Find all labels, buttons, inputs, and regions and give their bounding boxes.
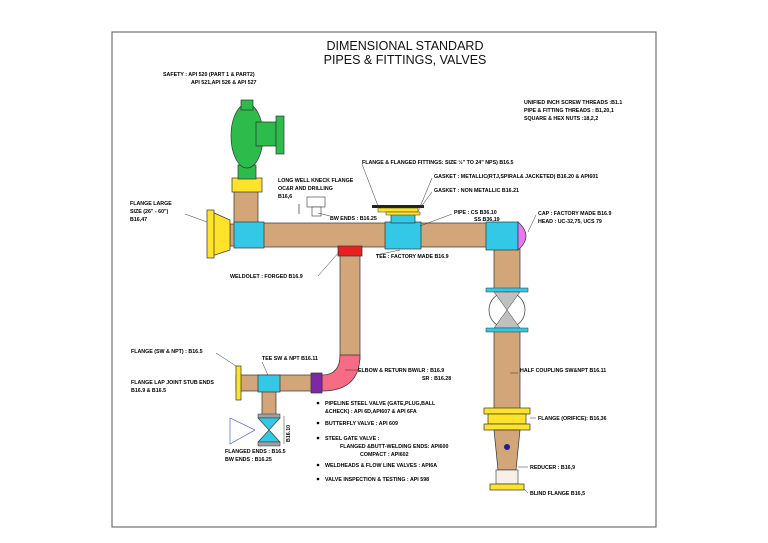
flange-sw-npt: [235, 365, 242, 401]
label-flange-sw-npt: FLANGE (SW & NPT) : B16.5: [131, 349, 203, 355]
orifice-flange-upper: [483, 407, 531, 415]
label-weldolet: WELDOLET : FORGED B16.9: [230, 274, 303, 280]
label-reducer: REDUCER : B16,9: [530, 465, 575, 471]
tee-lower: [257, 374, 281, 393]
lower-valve-upper: [257, 417, 281, 431]
label-flange-large-2: SIZE (26" - 60"): [130, 209, 169, 215]
bullet-dot-2: [316, 421, 320, 425]
title-line-1: DIMENSIONAL STANDARD: [327, 39, 484, 53]
title-line-2: PIPES & FITTINGS, VALVES: [324, 53, 487, 67]
bullet-4: WELDHEADS & FLOW LINE VALVES : API6A: [325, 463, 437, 469]
standard-nuts: SQUARE & HEX NUTS :18,2,2: [524, 116, 598, 122]
bullet-1: PIPELINE STEEL VALVE (GATE,PLUG,BALL: [325, 401, 436, 407]
lower-valve-top: [257, 413, 281, 419]
elbow-right: [485, 221, 519, 251]
label-bw-ends-top: BW ENDS : B16.25: [330, 216, 377, 222]
right-valve-bottom: [485, 327, 529, 333]
label-flange-lap-2: B16.9 & B16.5: [131, 388, 166, 394]
bullet-3-cont2: COMPACT : API602: [360, 452, 409, 458]
label-flange-large-1: FLANGE LARGE: [130, 201, 172, 207]
tee-center-neck: [390, 213, 416, 224]
label-bw-ends-bottom: BW ENDS : B16.25: [225, 457, 272, 463]
lower-valve-pointer: [229, 417, 256, 445]
lower-valve-lower: [257, 429, 281, 443]
bullet-2: BUTTERFLY VALVE : API 609: [325, 421, 398, 427]
weldolet-branch-pipe: [339, 254, 361, 361]
standard-screw-threads: UNIFIED INCH SCREW THREADS :B1.1: [524, 100, 622, 106]
label-half-coupling: HALF COUPLING SW&NPT B16.11: [520, 368, 606, 374]
label-cap-1: CAP : FACTORY MADE B16.9: [538, 211, 611, 217]
right-valve: [485, 287, 529, 333]
standard-pipe-threads: PIPE & FITTING THREADS : B1,20,1: [524, 108, 614, 114]
pump-riser-pipe: [233, 189, 259, 225]
cap: [517, 221, 527, 251]
reducer-marker: [504, 444, 510, 450]
blind-flange: [489, 483, 525, 491]
right-vertical-pipe-upper: [493, 247, 521, 291]
weld-neck-flange: [306, 196, 326, 208]
label-tee-factory: TEE : FACTORY MADE B16.9: [376, 254, 449, 260]
label-long-well-2: OC&R AND DRILLING: [278, 186, 333, 192]
label-cap-2: HEAD : UC-32,75, UCS 79: [538, 219, 602, 225]
reducer-joint: [310, 372, 323, 394]
label-b16-10: B16.10: [286, 425, 292, 442]
pump-flange-base: [231, 177, 263, 193]
label-flange-lap-1: FLANGE LAP JOINT STUB ENDS: [131, 380, 214, 386]
label-flange-fittings: FLANGE & FLANGED FITTINGS: SIZE ½" TO 24…: [362, 159, 514, 166]
right-valve-top: [485, 287, 529, 293]
pump-outlet-flange: [275, 115, 285, 155]
orifice-flange-body: [487, 413, 527, 425]
right-vertical-pipe-lower: [493, 329, 521, 411]
orifice-flange-lower: [483, 423, 531, 431]
label-elbow-2: SR : B16.28: [422, 376, 451, 382]
label-long-well-1: LONG WELL KNECK FLANGE: [278, 178, 354, 184]
label-long-well-3: B16,6: [278, 194, 292, 200]
right-valve-wedge-top: [493, 291, 521, 311]
label-elbow-1: ELBOW & RETURN BW/LR : B16.9: [358, 368, 444, 374]
reducer-outlet: [495, 469, 519, 485]
leader-lines: [184, 163, 537, 494]
main-pipe: [243, 222, 505, 248]
label-gasket-nonmetal: GASKET : NON METALLIC B16.21: [434, 188, 519, 194]
tee-drop-pipe: [261, 390, 277, 416]
flange-large-face: [206, 209, 215, 259]
lower-valve: [229, 413, 285, 447]
bullet-3: STEEL GATE VALVE :: [325, 436, 380, 442]
valve-bullet-list: PIPELINE STEEL VALVE (GATE,PLUG,BALL &CH…: [316, 401, 448, 483]
safety-pump: [230, 99, 285, 193]
gasket-top: [372, 205, 424, 208]
label-flanged-ends: FLANGED ENDS : B16.5: [225, 449, 286, 455]
bullet-dot-1: [316, 401, 320, 405]
pump-top: [240, 99, 254, 111]
bullet-3-cont: FLANGED &BUTT-WELDING ENDS: API600: [340, 444, 448, 450]
bullet-dot-3: [316, 436, 320, 440]
weldolet: [337, 245, 363, 257]
bullet-5: VALVE INSPECTION & TESTING : API 598: [325, 477, 429, 483]
flange-large: [211, 211, 231, 257]
tee-left: [233, 221, 265, 249]
label-gasket-metallic: GASKET : METALLIC(RTJ,SPIRAL& JACKETED) …: [434, 174, 598, 180]
label-pipe-cs: PIPE : CS B36.10: [454, 210, 497, 216]
page-frame: [111, 31, 657, 528]
label-flange-large-3: B16,47: [130, 217, 147, 223]
tee-center: [384, 221, 422, 250]
lower-valve-bottom: [257, 441, 281, 447]
flange-top-2: [385, 211, 421, 216]
flange-top: [377, 207, 419, 213]
bullet-dot-4: [316, 463, 320, 467]
bullet-1-cont: &CHECK) : API 6D,API607 & API 6FA: [325, 409, 417, 415]
elbow-lower: [321, 354, 361, 392]
label-blind-flange: BLIND FLANGE B16,5: [530, 491, 585, 497]
label-safety-2: API 521,API 526 & API 527: [191, 80, 257, 86]
bullet-dot-5: [316, 477, 320, 481]
weld-neck-body: [311, 206, 322, 217]
label-safety-1: SAFETY : API 520 (PART 1 & PART2): [163, 72, 255, 78]
pump-outlet: [255, 121, 277, 147]
label-flange-orifice: FLANGE (ORIFICE): B16,36: [538, 416, 607, 422]
label-pipe-ss: SS B36,19: [474, 217, 500, 223]
label-tee-sw: TEE SW & NPT B16.11: [262, 356, 318, 362]
